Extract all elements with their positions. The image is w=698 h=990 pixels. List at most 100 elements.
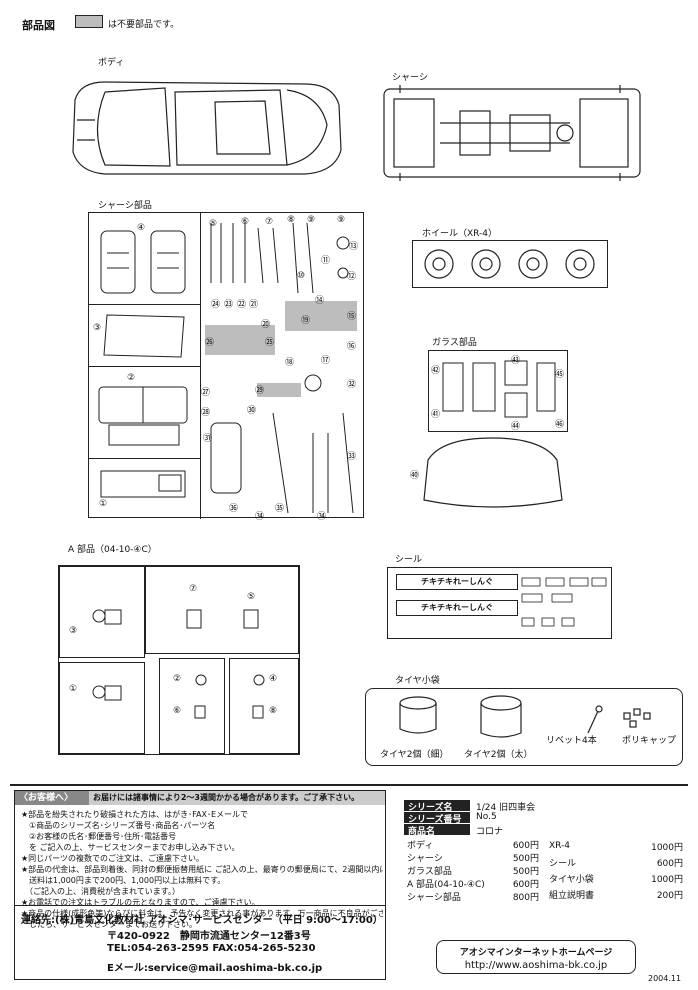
price-value: 600円 [512, 841, 539, 851]
glass-label-45: ㊺ [555, 370, 565, 380]
windshield-drawing [423, 437, 563, 508]
a-label-1: ① [69, 684, 78, 694]
price-row: シャーシ 500円 [404, 851, 542, 864]
a-label-4: ④ [269, 674, 278, 684]
part-label-18: ⑱ [285, 358, 295, 368]
glass-label-40: ㊵ [410, 471, 420, 481]
glass-label-41: ㊶ [431, 410, 441, 420]
section-tire-bag-label: タイヤ小袋 [395, 676, 440, 686]
part-label-30: ㉚ [247, 406, 257, 416]
a-cell-2-6 [159, 658, 225, 754]
price-row: ガラス部品 500円 [404, 864, 542, 877]
contact-tel-fax: TEL:054-263-2595 FAX:054-265-5230 [107, 943, 316, 954]
a-cell-3 [59, 566, 145, 658]
note-line: したら、サービスセンターまでお送り下さい。 [21, 920, 197, 929]
a-label-2: ② [173, 674, 182, 684]
part-label-27: ㉗ [201, 388, 211, 398]
a-label-7: ⑦ [189, 584, 198, 594]
part-label-24: ㉔ [211, 300, 221, 310]
homepage-box: アオシマインターネットホームページ http://www.aoshima-bk.… [436, 940, 636, 974]
contact-label: 連絡先: [21, 915, 55, 926]
part-label-10: ⑩ [297, 271, 306, 281]
part-label-2: ② [127, 373, 136, 383]
customer-heading: 〈お客様へ〉 [15, 791, 89, 805]
section-chassis-parts-label: シャーシ部品 [98, 201, 152, 211]
note-line: ①商品のシリーズ名･シリーズ番号･商品名･パーツ名 [21, 821, 216, 830]
a-label-6: ⑥ [173, 706, 182, 716]
part-label-7: ⑦ [265, 217, 274, 227]
part-label-4: ④ [137, 223, 146, 233]
contact-address: 〒420-0922 静岡市流通センター12番3号 [107, 931, 311, 942]
note-line: ★部品を紛失されたり破損された方は、はがき･FAX･Eメールで [21, 810, 249, 819]
price-value: 500円 [512, 867, 539, 877]
price-name: A 部品(04-10-④C) [407, 880, 485, 890]
note-line: 送料は1,000円まで200円、1,000円以上は無料です。 [21, 876, 226, 885]
price-row: A 部品(04-10-④C) 600円 [404, 877, 542, 890]
price-name: XR-4 [549, 841, 571, 852]
part-label-32: ㉜ [347, 380, 357, 390]
part-label-36: ㊱ [229, 504, 239, 514]
price-value: 800円 [512, 893, 539, 903]
part-label-19: ⑲ [301, 316, 311, 326]
price-value: 600円 [512, 880, 539, 890]
homepage-title: アオシマインターネットホームページ [459, 948, 613, 958]
price-tables: ボディ 600円 シャーシ 500円 ガラス部品 500円 A 部品(04-10-④C… [404, 838, 686, 903]
seat-cell [89, 213, 201, 305]
note-line: ★同じパーツの複数でのご注文は、ご遠慮下さい。 [21, 854, 205, 863]
a-parts-sprue: ③ ⑦ ⑤ ① ② ⑥ ④ ⑧ [58, 565, 300, 755]
note-line: （ご記入の上、消費税が含まれています。） [21, 887, 180, 896]
glass-label-46: ㊻ [555, 420, 565, 430]
rivet-label: リベット4本 [546, 736, 597, 746]
part-label-16: ⑯ [347, 342, 357, 352]
tire-thin-label: タイヤ2個（細） [380, 750, 449, 760]
dashboard-cell [89, 459, 201, 519]
note-line: を ご記入の上、サービスセンターまでお申し込み下さい。 [21, 843, 240, 852]
price-value: 500円 [512, 854, 539, 864]
price-name: 組立説明書 [549, 891, 595, 902]
tire-thick-label: タイヤ2個（太） [464, 750, 533, 760]
series-name-value: 1/24 旧四車会 [476, 803, 536, 813]
price-value: 1000円 [651, 875, 683, 886]
footer-code: 2004.11 [648, 974, 682, 983]
note-line: ★商品の仕様(成形色等)ならびに料金は、予告なく変更される事があります。万一商品… [21, 909, 383, 918]
a-label-8: ⑧ [269, 706, 278, 716]
price-name: シャーシ [407, 854, 443, 864]
part-label-13: ⑬ [349, 242, 359, 252]
part-label-9: ⑨ [307, 215, 316, 225]
price-name: ボディ [407, 841, 434, 851]
a-cell-4-8 [229, 658, 299, 754]
part-label-3: ③ [93, 323, 102, 333]
part-label-34: ㉞ [255, 512, 265, 522]
a-label-3: ③ [69, 626, 78, 636]
divider [10, 784, 688, 786]
series-name-label: シリーズ名 [404, 800, 470, 813]
part-label-12: ⑫ [347, 272, 357, 282]
contact-email[interactable]: Eメール:service@mail.aoshima-bk.co.jp [107, 963, 323, 974]
part-label-14: ⑭ [315, 296, 325, 306]
series-no-row: シリーズ番号 No.5 [404, 812, 686, 825]
price-name: シール [549, 858, 577, 869]
part-label-35: ㉟ [275, 504, 285, 514]
series-no-value: No.5 [476, 812, 497, 822]
customer-box: 〈お客様へ〉 お届けには諸事情により2～3週間かかる場合があります。ご了承下さい… [14, 790, 386, 980]
decal-banner-1: チキチキれーしんぐ [396, 574, 518, 590]
tire-bag: タイヤ2個（細） タイヤ2個（太） リベット4本 ポリキャップ [365, 688, 683, 766]
section-a-parts-label: A 部品（04-10-④C） [68, 545, 157, 555]
part-label-28: ㉘ [201, 408, 211, 418]
price-name: タイヤ小袋 [549, 875, 594, 886]
price-value: 1000円 [651, 842, 683, 853]
part-label-5: ⑤ [209, 219, 218, 229]
part-label-6: ⑥ [241, 217, 250, 227]
unneeded-parts-14-15 [285, 301, 357, 331]
section-chassis-label: シャーシ [392, 73, 428, 83]
note-line: ★部品の代金は、部品到着後、同封の郵便振替用紙に ご記入の上、最寄りの郵便局にて… [21, 865, 383, 874]
part-label-9b: ⑨ [337, 215, 346, 225]
price-name: ガラス部品 [407, 867, 452, 877]
part-label-1: ① [99, 499, 108, 509]
part-label-22: ㉒ [237, 300, 247, 310]
homepage-url[interactable]: http://www.aoshima-bk.co.jp [464, 960, 608, 971]
part-label-26: ㉖ [205, 338, 215, 348]
